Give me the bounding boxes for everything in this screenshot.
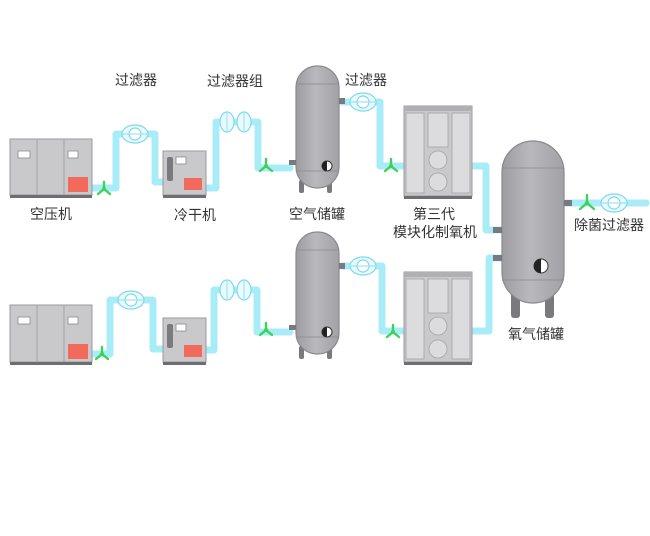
filters: [117, 92, 628, 310]
label-compressor: 空压机: [30, 207, 72, 223]
oxygen-generator-bottom: [403, 271, 473, 365]
label-dryer: 冷干机: [174, 208, 216, 224]
dryer-bottom: [162, 317, 207, 365]
filter-bottom-1: [117, 290, 145, 310]
air-tank-top: [289, 65, 345, 193]
valve-icon: [383, 157, 399, 173]
valve-icon: [258, 321, 274, 337]
valve-icon: [385, 323, 401, 339]
filter-sterile: [600, 193, 628, 213]
label-air-tank: 空气储罐: [289, 207, 345, 223]
pipe-airtank-to-generator-top: [338, 98, 408, 170]
oxygen-tank: [493, 140, 572, 318]
oxygen-generator-top: [403, 105, 473, 199]
pipe-compressor-to-dryer-top: [88, 130, 167, 192]
air-compressor-top: [9, 138, 93, 198]
air-tank-bottom: [289, 231, 345, 359]
valve-icon: [258, 157, 274, 173]
label-generator-line2: 模块化制氧机: [393, 225, 477, 241]
label-filter-group: 过滤器组: [207, 74, 263, 90]
filter-top-2: [349, 92, 377, 112]
filter-top-1: [121, 124, 149, 144]
pipe-airtank-to-generator-bottom: [338, 262, 408, 335]
pipe-generator-bottom-to-o2tank: [468, 254, 506, 335]
label-generator-line1: 第三代: [413, 207, 455, 223]
air-compressor-bottom: [9, 304, 93, 365]
valves: [94, 157, 596, 361]
filter-bottom-2: [349, 256, 377, 276]
label-sterile-filter: 除菌过滤器: [574, 218, 644, 234]
filter-group-top: [219, 111, 252, 133]
valve-icon: [96, 180, 112, 196]
pipe-generator-top-to-o2tank: [468, 162, 506, 234]
filter-group-bottom: [219, 279, 252, 301]
valve-icon: [94, 345, 110, 361]
label-filter-top-2: 过滤器: [345, 73, 387, 89]
pipe-dryer-to-airtank-top: [202, 118, 294, 192]
valve-icon: [578, 193, 596, 211]
label-oxygen-tank: 氧气储罐: [508, 327, 564, 343]
label-filter-top-1: 过滤器: [115, 73, 157, 89]
dryer-top: [162, 150, 207, 198]
